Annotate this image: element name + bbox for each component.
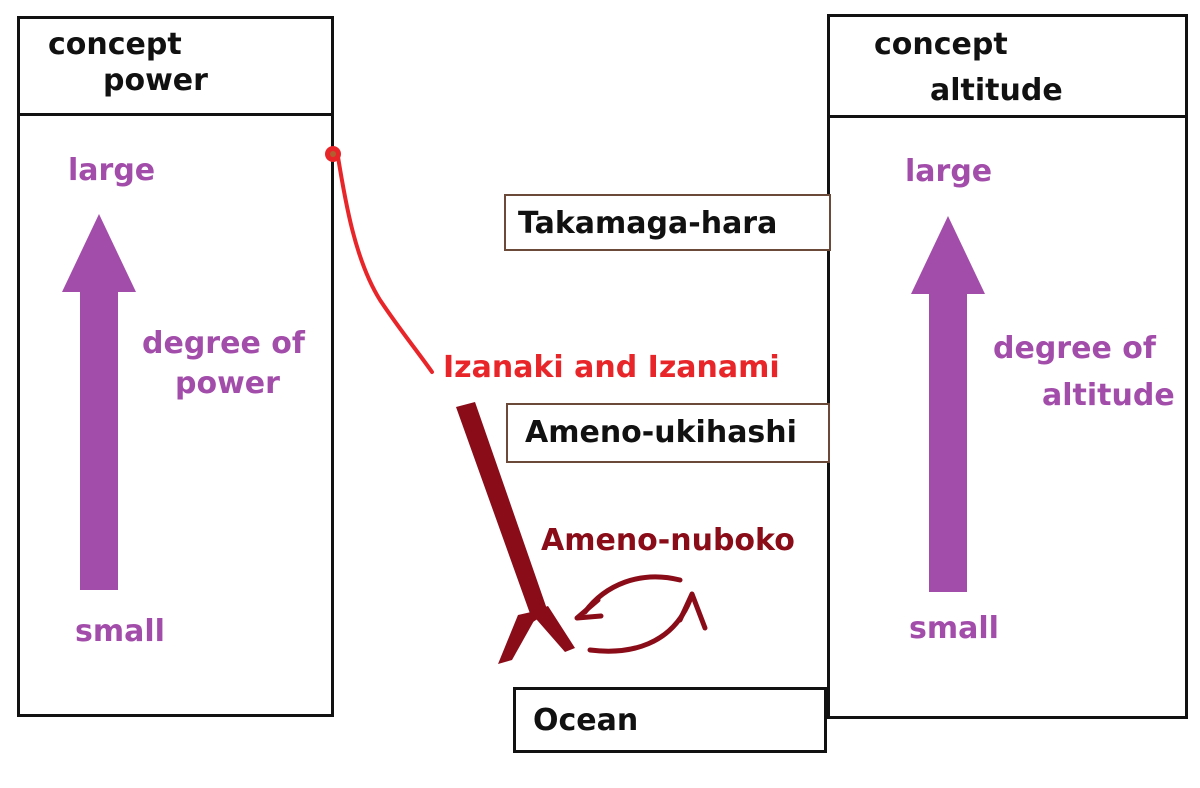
power-panel-header: [17, 16, 334, 116]
level-takamagahara-label: Takamaga-hara: [518, 206, 778, 241]
altitude-header-line1: concept: [874, 27, 1008, 62]
altitude-axis-label-line1: degree of: [993, 331, 1156, 366]
power-header-line2: power: [103, 63, 208, 98]
power-panel: [17, 113, 334, 717]
level-ocean-label: Ocean: [533, 703, 639, 738]
stirring-arrows-icon: [574, 574, 708, 654]
power-axis-label-line1: degree of: [142, 326, 305, 361]
deity-connector-line: [325, 146, 434, 374]
power-header-line1: concept: [48, 27, 182, 62]
power-large-label: large: [68, 153, 156, 188]
power-small-label: small: [75, 614, 165, 649]
ameno-nuboko-spear-icon: [456, 402, 575, 664]
power-axis-label-line2: power: [175, 366, 280, 401]
level-takamagahara: Takamaga-hara: [504, 194, 831, 251]
level-ameno-ukihashi: Ameno-ukihashi: [506, 403, 830, 463]
power-up-arrow: [62, 214, 136, 590]
altitude-panel-header: [827, 14, 1188, 118]
altitude-small-label: small: [909, 611, 999, 646]
altitude-header-line2: altitude: [930, 73, 1063, 108]
deities-label: Izanaki and Izanami: [443, 350, 780, 385]
altitude-axis-label-line2: altitude: [1042, 378, 1175, 413]
altitude-panel: [827, 115, 1188, 719]
level-ocean: Ocean: [513, 687, 827, 753]
altitude-large-label: large: [905, 154, 993, 189]
altitude-up-arrow: [911, 216, 985, 592]
level-ameno-ukihashi-label: Ameno-ukihashi: [525, 415, 797, 450]
spear-label: Ameno-nuboko: [541, 523, 795, 558]
